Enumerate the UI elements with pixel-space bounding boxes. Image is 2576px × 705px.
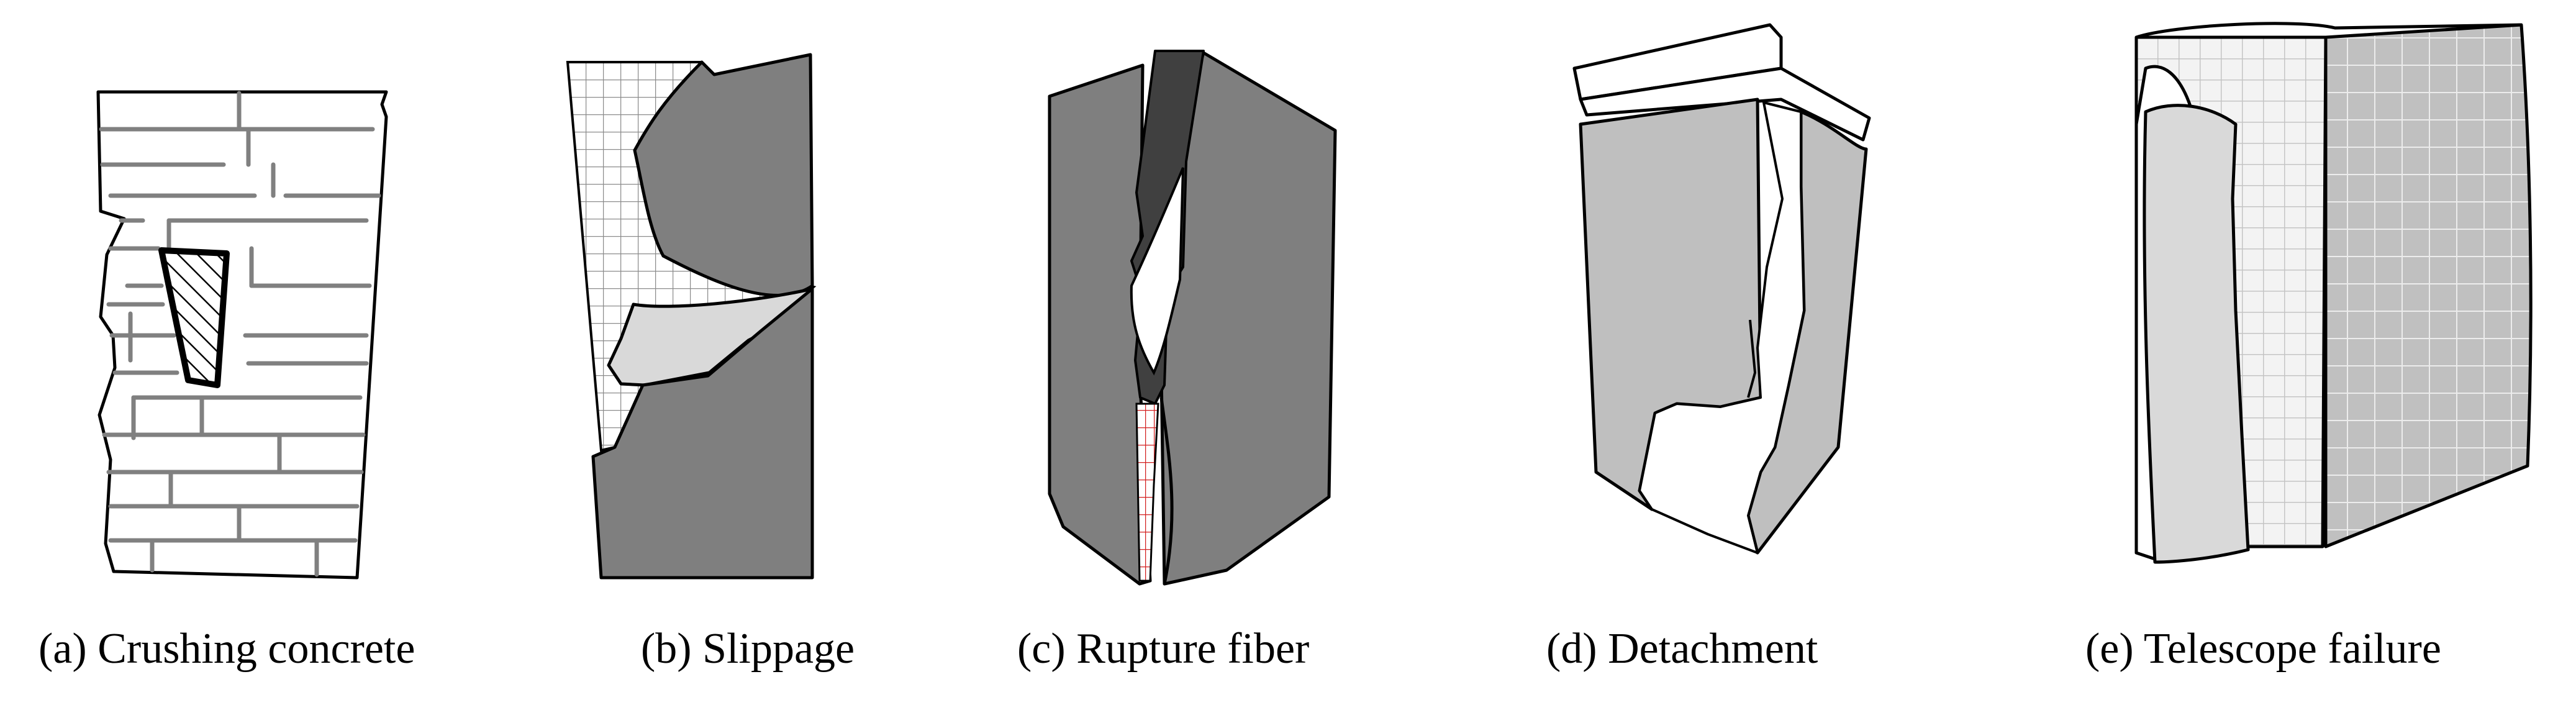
panel-a-crushed-zone [158,247,230,388]
panel-b-slip-plane [607,287,814,387]
panel-a-crushing-concrete [96,90,388,580]
panel-e-top-edge [2136,22,2522,39]
panel-d-cap-side [1579,66,1871,142]
caption-d: (d) Detachment [1546,625,1818,673]
caption-b: (b) Slippage [641,625,855,673]
panel-c-rupture-fiber [1048,50,1337,586]
panel-b-slippage [566,53,817,580]
caption-a: (a) Crushing concrete [39,625,415,673]
panel-a-column-outline [96,90,388,580]
panel-d-crack-line [1747,319,1757,398]
panel-e-telescope-failure [2134,22,2533,564]
panel-e-jacket-body [2143,104,2250,564]
caption-e: (e) Telescope failure [2085,625,2441,673]
panel-d-detached-core [1638,101,1805,554]
panel-e-outer-grid-layer [2324,23,2533,548]
panel-c-left-half [1048,63,1152,586]
caption-c: (c) Rupture fiber [1017,625,1310,673]
panel-d-cap-plate [1572,23,1783,101]
panel-c-crack-opening [1130,167,1184,376]
panel-a-brick-mortar-lines [99,91,381,577]
panel-b-concrete-lower [591,287,814,580]
panel-c-exposed-fiber [1135,403,1159,582]
panel-d-detachment [1572,23,1871,555]
panel-c-crack-edge [1159,397,1174,584]
